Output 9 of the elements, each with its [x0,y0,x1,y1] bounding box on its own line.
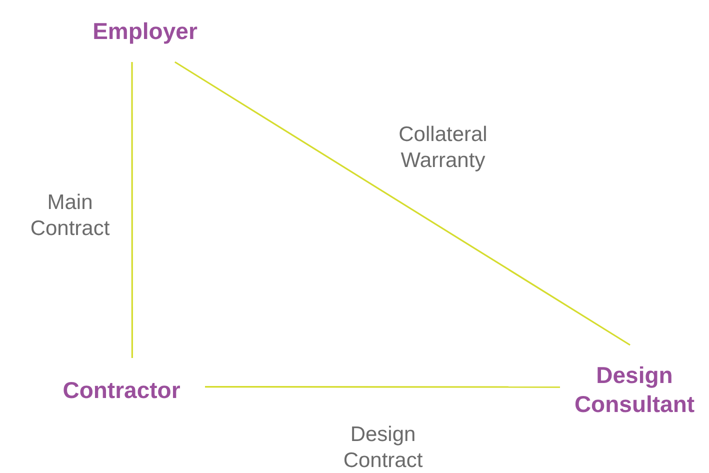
role-label: Design Consultant [560,345,709,435]
connector-line [131,62,133,358]
edge-label: Main Contract [29,190,111,242]
edge-label: Collateral Warranty [398,122,488,174]
role-label: Employer [80,0,210,62]
connector-line [205,386,560,388]
edge-label: Design Contract [342,422,424,473]
connector-line [174,61,630,346]
role-label: Contractor [38,358,205,422]
